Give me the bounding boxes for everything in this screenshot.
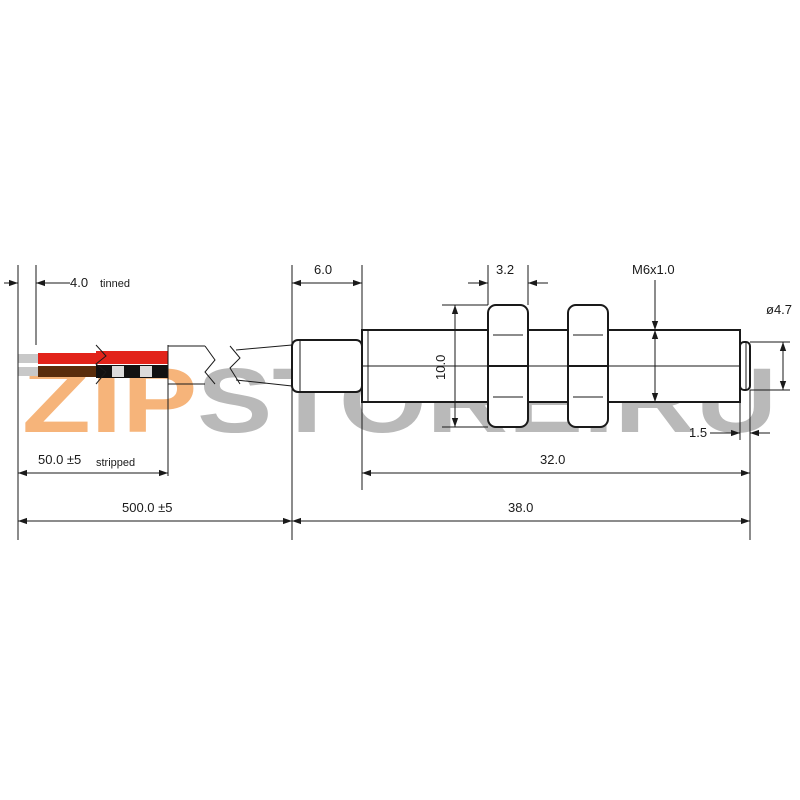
- dim-total-length: 38.0: [292, 500, 750, 525]
- sensor-body: [291, 329, 751, 403]
- dim-nut-thickness: 3.2: [468, 262, 548, 287]
- dim-nose-diameter-value: ø4.7: [766, 302, 792, 317]
- dim-end-length-value: 1.5: [689, 425, 707, 440]
- black-wire-stripe: [140, 366, 152, 377]
- nuts: [487, 304, 609, 428]
- black-wire-insulated: [96, 365, 168, 378]
- dim-cable-length-value: 500.0 ±5: [122, 500, 173, 515]
- dim-nut-thickness-value: 3.2: [496, 262, 514, 277]
- cable-wires: [18, 344, 293, 387]
- dim-thread-length: 32.0: [362, 452, 750, 477]
- dim-stripped-note: stripped: [96, 457, 135, 469]
- dim-nut-height-value: 10.0: [433, 355, 448, 380]
- dim-tinned-note: tinned: [100, 278, 130, 290]
- dim-stripped-value: 50.0 ±5: [38, 452, 81, 467]
- dim-total-length-value: 38.0: [508, 500, 533, 515]
- black-wire-stripe: [112, 366, 124, 377]
- extension-lines: [17, 265, 790, 540]
- dim-thread-length-value: 32.0: [540, 452, 565, 467]
- nose: [739, 341, 751, 391]
- red-wire-tin: [18, 354, 38, 363]
- dim-thread: M6x1.0: [632, 262, 675, 402]
- dim-nose-diameter: ø4.7: [766, 302, 792, 390]
- dim-cable-length: 500.0 ±5: [18, 500, 292, 525]
- brown-wire-tin: [18, 367, 38, 376]
- dim-tinned-value: 4.0: [70, 275, 88, 290]
- red-wire-insulated: [96, 351, 168, 364]
- dim-nose-length-value: 6.0: [314, 262, 332, 277]
- dim-nut-height: 10.0: [433, 305, 459, 427]
- dim-thread-value: M6x1.0: [632, 262, 675, 277]
- dim-end-length: 1.5: [689, 425, 770, 440]
- red-wire: [38, 353, 100, 364]
- cable-sleeve: [291, 339, 363, 393]
- dim-stripped: 50.0 ±5 stripped: [18, 452, 168, 477]
- dim-nose-length: 6.0: [292, 262, 362, 287]
- brown-wire: [38, 366, 100, 377]
- dim-tinned: 4.0 tinned: [4, 275, 130, 290]
